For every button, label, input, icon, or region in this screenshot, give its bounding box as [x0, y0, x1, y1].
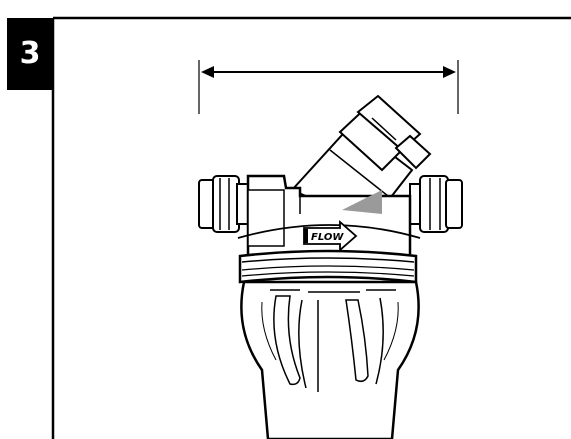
step-number-badge: 3: [7, 18, 53, 90]
flow-label: FLOW: [311, 232, 344, 243]
dimension-arrow-icon: [198, 60, 459, 114]
housing-sump: [240, 280, 420, 439]
inlet-fitting: [198, 175, 252, 233]
flow-arrow-icon: FLOW: [303, 220, 358, 252]
shade-triangle: [342, 190, 382, 214]
outlet-fitting: [409, 175, 463, 233]
housing-collar: [238, 249, 418, 284]
